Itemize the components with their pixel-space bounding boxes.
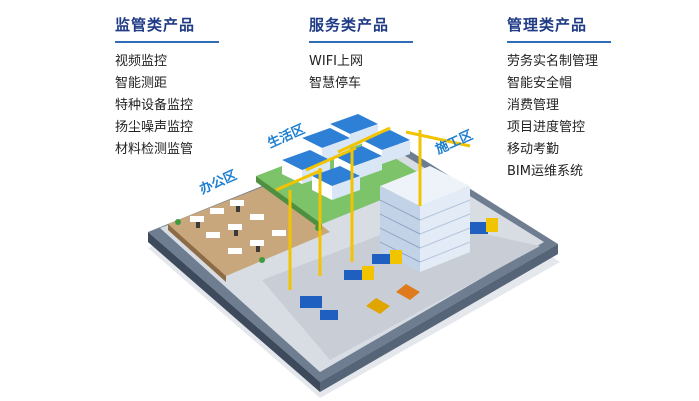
title-underline <box>507 41 611 43</box>
product-item: WIFI上网 <box>309 54 363 69</box>
service-products-title: 服务类产品 <box>309 16 390 34</box>
management-products-column: 管理类产品 劳务实名制管理 智能安全帽 消费管理 项目进度管控 移动考勤 BIM… <box>507 14 611 183</box>
title-underline <box>309 41 413 43</box>
construction-zone-label: 施工区 <box>433 127 475 157</box>
product-item: 智能测距 <box>115 76 168 91</box>
base-side-left <box>148 232 320 392</box>
product-item: 移动考勤 <box>507 142 560 157</box>
office-zone-label: 办公区 <box>197 167 239 197</box>
base-side-right <box>320 244 558 392</box>
construction-vehicles <box>300 218 498 320</box>
product-item: 智慧停车 <box>309 76 362 91</box>
product-item: 智能安全帽 <box>507 76 573 91</box>
product-item: 视频监控 <box>115 54 168 69</box>
title-underline <box>115 41 219 43</box>
living-zone-label: 生活区 <box>265 121 307 151</box>
service-products-column: 服务类产品 WIFI上网 智慧停车 <box>309 14 413 95</box>
product-item: 材料检测监管 <box>115 142 194 157</box>
supervision-products-column: 监管类产品 视频监控 智能测距 特种设备监控 扬尘噪声监控 材料检测监管 <box>115 14 219 161</box>
office-floor-edge <box>168 224 226 282</box>
product-item: 项目进度管控 <box>507 120 586 135</box>
office-desks <box>190 200 286 254</box>
product-item: 劳务实名制管理 <box>507 54 599 69</box>
product-item: 特种设备监控 <box>115 98 194 113</box>
management-products-title: 管理类产品 <box>507 16 588 34</box>
tower-cranes <box>275 126 471 290</box>
product-item: BIM运维系统 <box>507 164 583 179</box>
product-item: 消费管理 <box>507 98 560 113</box>
supervision-products-title: 监管类产品 <box>115 16 196 34</box>
product-item: 扬尘噪声监控 <box>115 120 194 135</box>
